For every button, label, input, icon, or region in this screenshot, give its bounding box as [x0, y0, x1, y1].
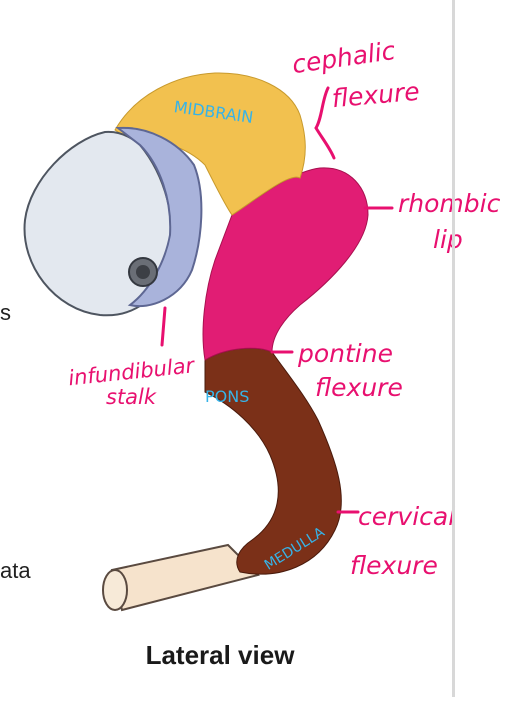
annotation-cervical-line2: flexure	[350, 551, 438, 580]
left-text-fragment-1: s	[0, 300, 11, 325]
annotation-infundibular-line2: stalk	[106, 385, 157, 409]
panel-divider	[452, 0, 455, 697]
annotation-rhombic-line2: lip	[433, 225, 463, 254]
optic-cup-center	[136, 265, 150, 279]
medulla-region	[204, 347, 342, 575]
annotation-rhombic-line1: rhombic	[398, 189, 501, 218]
hindbrain-region	[202, 167, 369, 361]
annotation-cephalic-line2: flexure	[331, 77, 421, 114]
annotation-pontine-line2: flexure	[315, 373, 403, 402]
annotation-pontine-line1: pontine	[297, 339, 393, 368]
infundibular-leader	[160, 306, 167, 347]
figure-caption: Lateral view	[145, 640, 295, 670]
midbrain-region	[114, 72, 306, 216]
annotation-cephalic-line1: cephalic	[290, 36, 397, 79]
spinal-cord-end	[102, 569, 128, 611]
label-pons: PONS	[205, 387, 249, 406]
annotation-strokes	[160, 86, 394, 514]
spinal-cord	[110, 543, 260, 612]
cephalic-leader	[314, 86, 336, 160]
left-text-fragment-2: ata	[0, 558, 31, 583]
annotation-cervical-line1: cervical	[358, 502, 455, 531]
diencephalon-region	[115, 126, 203, 307]
